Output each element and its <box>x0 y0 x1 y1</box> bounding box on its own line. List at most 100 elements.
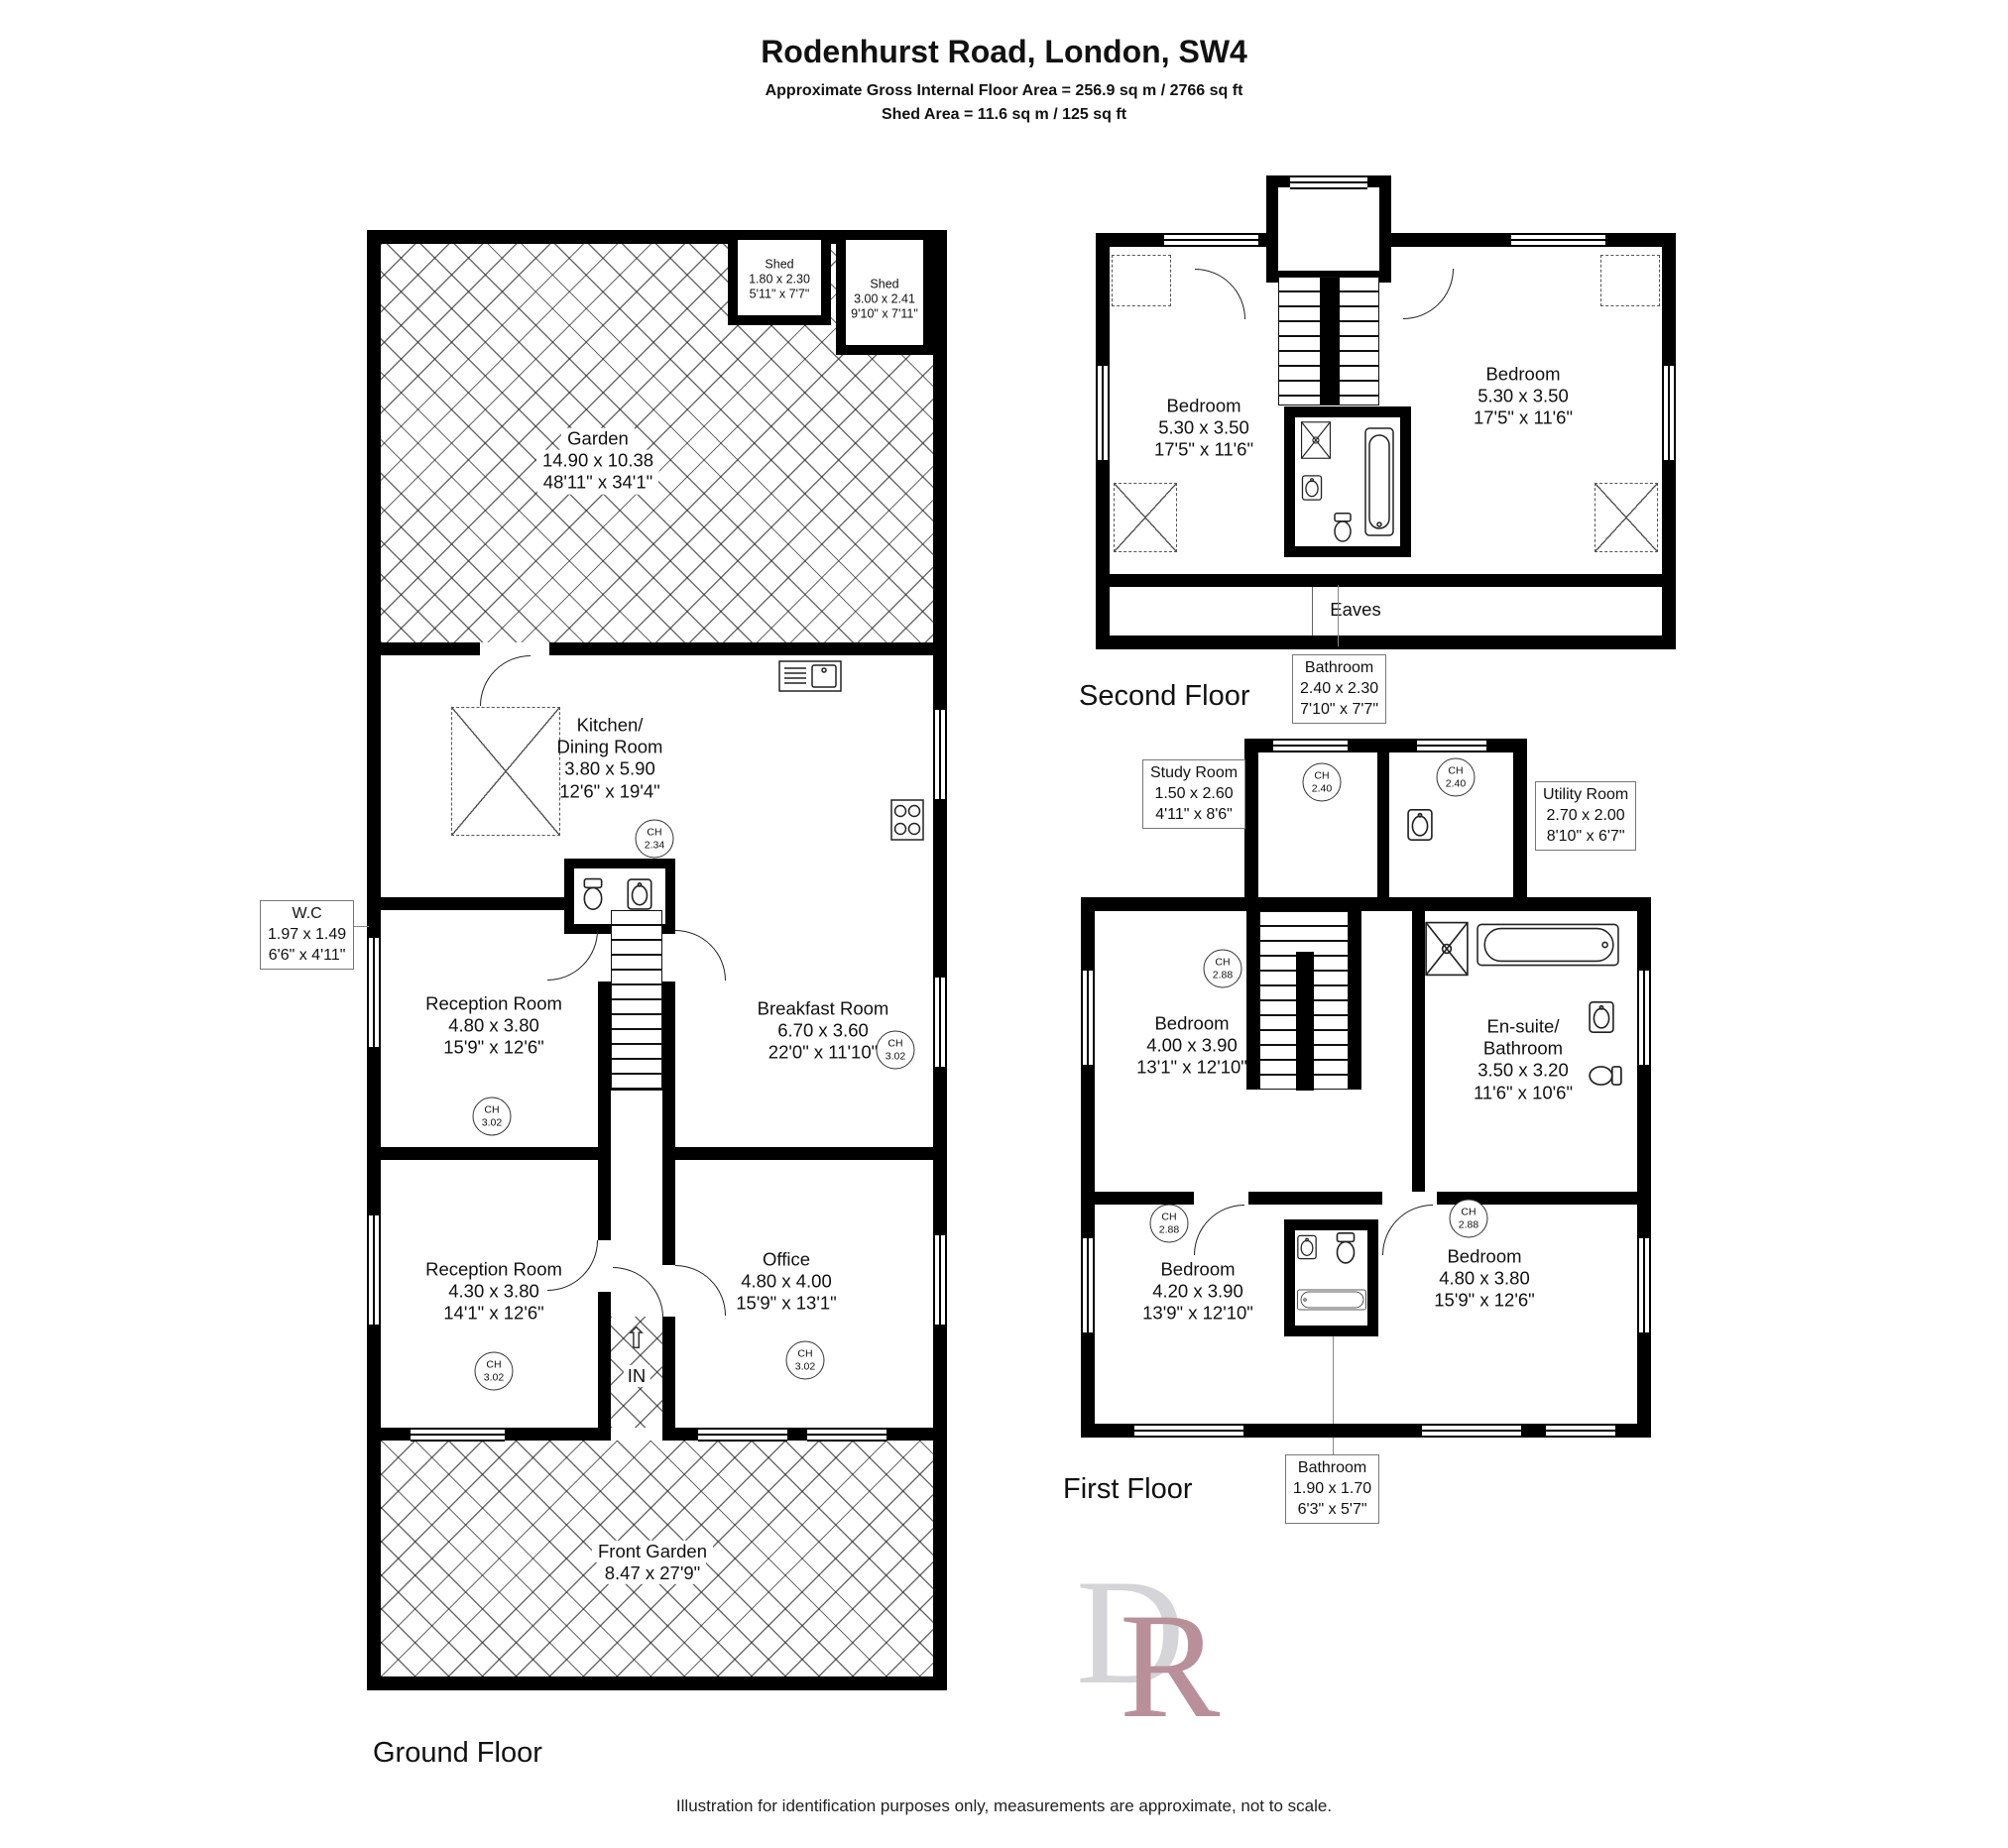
ff-bedroom-right-ch-badge: CH 2.88 <box>1449 1199 1488 1238</box>
ff-bathroom-leader-inner <box>1333 1336 1334 1424</box>
ff-stair-wall-left <box>1246 911 1259 1090</box>
shed-area-subtitle: Shed Area = 11.6 sq m / 125 sq ft <box>881 106 1127 123</box>
sf-bathroom-leader <box>1338 585 1339 646</box>
page-title: Rodenhurst Road, London, SW4 <box>761 34 1247 69</box>
ff-door-arc-2 <box>1382 1205 1433 1255</box>
eaves-label: Eaves <box>1330 598 1381 620</box>
eaves-divider-line <box>1312 587 1313 635</box>
sf-dashed-box-bl <box>1114 483 1177 552</box>
toilet-icon <box>580 876 606 912</box>
kitchen-reception-wall <box>381 897 611 910</box>
reception1-door-arc <box>547 930 598 981</box>
agency-logo: D R <box>1076 1549 1294 1741</box>
reception2-window <box>367 1215 381 1325</box>
breakfast-office-wall <box>662 1147 933 1160</box>
sf-bedroom-left-label: Bedroom 5.30 x 3.50 17'5" x 11'6" <box>1153 395 1254 461</box>
first-floor-label: First Floor <box>1063 1473 1193 1505</box>
second-floor-label: Second Floor <box>1079 680 1250 712</box>
kitchen-ch-badge: CH 2.34 <box>635 819 674 859</box>
sf-dashed-box-br <box>1595 483 1658 552</box>
garden-label: Garden 14.90 x 10.38 48'11" x 34'1" <box>535 427 660 495</box>
sf-bathroom <box>1284 406 1411 557</box>
ensuite-label: En-suite/ Bathroom 3.50 x 3.20 11'6" x 1… <box>1473 1015 1574 1103</box>
logo-letter-d: D <box>1076 1549 1185 1715</box>
second-floor-stairs <box>1278 277 1379 405</box>
floor-area-subtitle: Approximate Gross Internal Floor Area = … <box>765 82 1243 99</box>
first-floor-stairs <box>1259 911 1349 1091</box>
shed-large-label: Shed 3.00 x 2.41 9'10" x 7'11" <box>851 277 918 321</box>
shed-small <box>728 230 831 325</box>
ground-floor-stairs <box>611 910 662 1091</box>
ff-stair-wall-right <box>1349 911 1361 1090</box>
title-block: Rodenhurst Road, London, SW4 Approximate… <box>0 34 2008 124</box>
entrance-in-label: IN <box>623 1364 650 1388</box>
ff-bedroom-top-label: Bedroom 4.00 x 3.90 13'1" x 12'10" <box>1136 1012 1247 1079</box>
first-floor-extension: CH 2.40 CH 2.40 <box>1244 739 1527 911</box>
reception1-ch-badge: CH 3.02 <box>472 1097 512 1136</box>
ground-floor-plan: Garden 14.90 x 10.38 48'11" x 34'1" Shed… <box>367 230 947 1690</box>
ff-window-left-bottom <box>1081 1238 1095 1332</box>
second-floor-plan: Bedroom 5.30 x 3.50 17'5" x 11'6" Bedroo… <box>1096 175 1676 649</box>
sf-toilet-icon <box>1331 512 1355 543</box>
rear-house-wall <box>381 642 933 655</box>
shower-icon <box>1299 421 1333 459</box>
ff-bathroom-callout: Bathroom 1.90 x 1.70 6'3" x 5'7" <box>1285 1454 1380 1525</box>
office-front-window-1 <box>698 1428 787 1442</box>
office-label: Office 4.80 x 4.00 15'9" x 13'1" <box>736 1248 837 1315</box>
ff-door-arc-1 <box>1194 1205 1244 1255</box>
reception1-window <box>367 938 381 1047</box>
breakfast-door-arc <box>675 930 726 981</box>
ff-window-right-top <box>1637 971 1651 1065</box>
ff-bedroom-right-label: Bedroom 4.80 x 3.80 15'9" x 12'6" <box>1434 1245 1535 1312</box>
ff-toilet-icon <box>1333 1232 1358 1264</box>
front-door-arc <box>613 1267 663 1318</box>
ff-sink-icon <box>1297 1234 1317 1260</box>
utility-callout: Utility Room 2.70 x 2.00 8'10" x 6'7" <box>1535 781 1637 852</box>
breakfast-ch-badge: CH 3.02 <box>876 1030 915 1070</box>
sf-dashed-box-tl <box>1112 255 1171 306</box>
wc-sink-icon <box>626 878 653 910</box>
reception1-door-opening <box>598 930 611 982</box>
dormer-window <box>1290 175 1367 189</box>
kitchen-island-outline <box>451 707 560 836</box>
reception2-front-window <box>411 1428 505 1442</box>
eaves-wall <box>1110 574 1662 587</box>
office-side-window <box>933 1235 947 1325</box>
entrance-arrow-icon: ⇧ <box>624 1323 650 1355</box>
disclaimer-text: Illustration for identification purposes… <box>675 1796 1333 1815</box>
sf-bedroom-right-label: Bedroom 5.30 x 3.50 17'5" x 11'6" <box>1473 363 1574 429</box>
ff-window-front-right-1 <box>1422 1424 1521 1438</box>
utility-sink-icon <box>1407 807 1433 843</box>
sf-sink-icon <box>1301 475 1323 501</box>
ff-window-right-bottom <box>1637 1238 1651 1332</box>
breakfast-label: Breakfast Room 6.70 x 3.60 22'0" x 11'10… <box>757 997 889 1064</box>
sf-dashed-box-tr <box>1600 255 1660 306</box>
ff-stair-divider <box>1296 952 1314 1091</box>
logo-letter-r: R <box>1120 1582 1221 1749</box>
front-garden-label: Front Garden 8.47 x 27'9" <box>591 1540 714 1585</box>
ensuite-toilet-icon <box>1589 1062 1622 1090</box>
landing-arc-left <box>1195 269 1245 319</box>
office-ch-badge: CH 3.02 <box>785 1340 825 1380</box>
ff-window-front-left <box>1134 1424 1243 1438</box>
rear-door-opening <box>480 642 549 655</box>
office-front-window-2 <box>807 1428 886 1442</box>
shed-large <box>836 230 933 355</box>
reception1-label: Reception Room 4.80 x 3.80 15'9" x 12'6" <box>425 992 562 1059</box>
breakfast-door-opening <box>662 930 675 982</box>
ff-door-opening-1 <box>1194 1192 1248 1205</box>
study-landing-wall <box>1377 752 1389 897</box>
study-window <box>1273 739 1348 752</box>
stair-divider <box>1320 278 1340 404</box>
breakfast-window <box>933 978 947 1067</box>
sf-window-top-left <box>1164 233 1258 247</box>
hall-left-wall <box>598 897 611 1428</box>
office-door-arc <box>675 1265 726 1316</box>
ff-mid-wall <box>1095 1192 1637 1205</box>
ff-bathroom-leader-outer <box>1333 1438 1334 1454</box>
ff-window-front-right-2 <box>1546 1424 1615 1438</box>
office-door-opening <box>662 1265 675 1317</box>
ff-window-left-top <box>1081 971 1095 1065</box>
reception2-label: Reception Room 4.30 x 3.80 14'1" x 12'6" <box>425 1258 562 1325</box>
